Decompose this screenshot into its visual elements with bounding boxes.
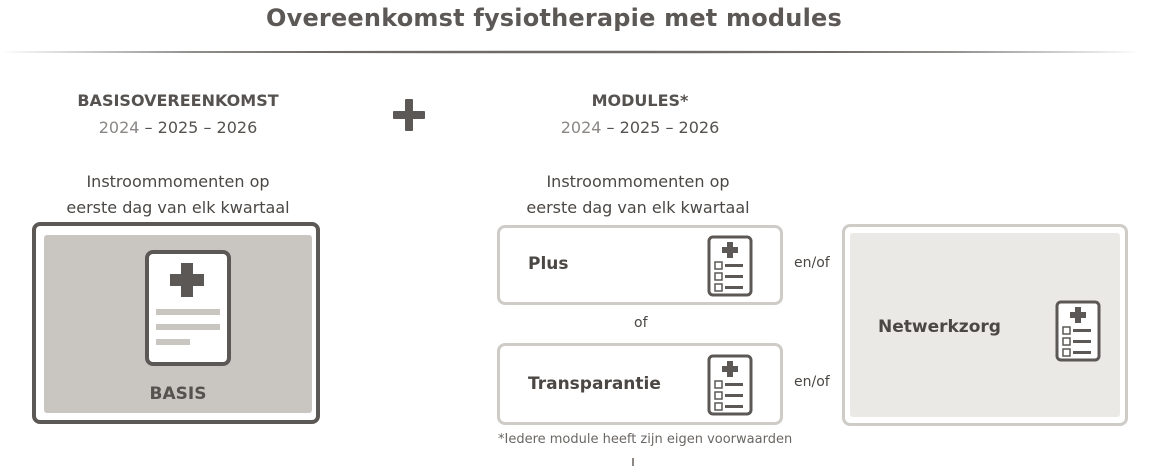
modules-heading: MODULES* (591, 91, 689, 110)
and-or-label: en/of (794, 255, 830, 271)
basis-year-2026: 2026 (216, 118, 258, 137)
module-label-transparantie: Transparantie (528, 374, 661, 394)
or-label: of (634, 315, 648, 331)
basis-card: BASIS (32, 222, 320, 424)
module-card-netwerkzorg: Netwerkzorg (842, 224, 1128, 426)
basis-card-fill: BASIS (44, 235, 312, 413)
medical-checklist-icon (707, 354, 753, 416)
basis-heading: BASISOVEREENKOMST (77, 91, 279, 110)
page-title: Overeenkomst fysiotherapie met modules (266, 4, 842, 32)
medical-checklist-icon (707, 235, 753, 297)
modules-footnote: *Iedere module heeft zijn eigen voorwaar… (498, 432, 793, 447)
modules-intro: Instroommomenten op eerste dag van elk k… (500, 169, 776, 221)
modules-intro-line: Instroommomenten op (546, 172, 730, 191)
basis-years: 2024 – 2025 – 2026 (60, 118, 296, 137)
modules-year-2024: 2024 (560, 118, 602, 137)
modules-intro-line: eerste dag van elk kwartaal (526, 198, 750, 217)
basis-year-2025: 2025 (157, 118, 199, 137)
title-divider (0, 50, 1140, 54)
module-label-plus: Plus (528, 254, 569, 274)
modules-year-dash: – (660, 118, 679, 137)
module-card-transparantie: Transparantie (497, 343, 783, 425)
basis-year-2024: 2024 (98, 118, 140, 137)
netwerkzorg-card-fill: Netwerkzorg (850, 233, 1120, 417)
modules-year-dash: – (601, 118, 620, 137)
modules-year-2025: 2025 (619, 118, 661, 137)
basis-intro-line: eerste dag van elk kwartaal (66, 198, 290, 217)
basis-year-dash: – (139, 118, 158, 137)
plus-icon (393, 99, 425, 131)
and-or-label: en/of (794, 374, 830, 390)
modules-year-2026: 2026 (678, 118, 720, 137)
module-card-plus: Plus (497, 225, 783, 305)
module-label-netwerkzorg: Netwerkzorg (878, 317, 1001, 337)
cropped-mark (632, 458, 634, 466)
basis-card-label: BASIS (149, 384, 207, 404)
medical-checklist-icon (1055, 300, 1101, 362)
basis-year-dash: – (198, 118, 217, 137)
basis-intro: Instroommomenten op eerste dag van elk k… (40, 169, 316, 221)
medical-document-icon (145, 250, 231, 366)
basis-intro-line: Instroommomenten op (86, 172, 270, 191)
modules-years: 2024 – 2025 – 2026 (520, 118, 760, 137)
